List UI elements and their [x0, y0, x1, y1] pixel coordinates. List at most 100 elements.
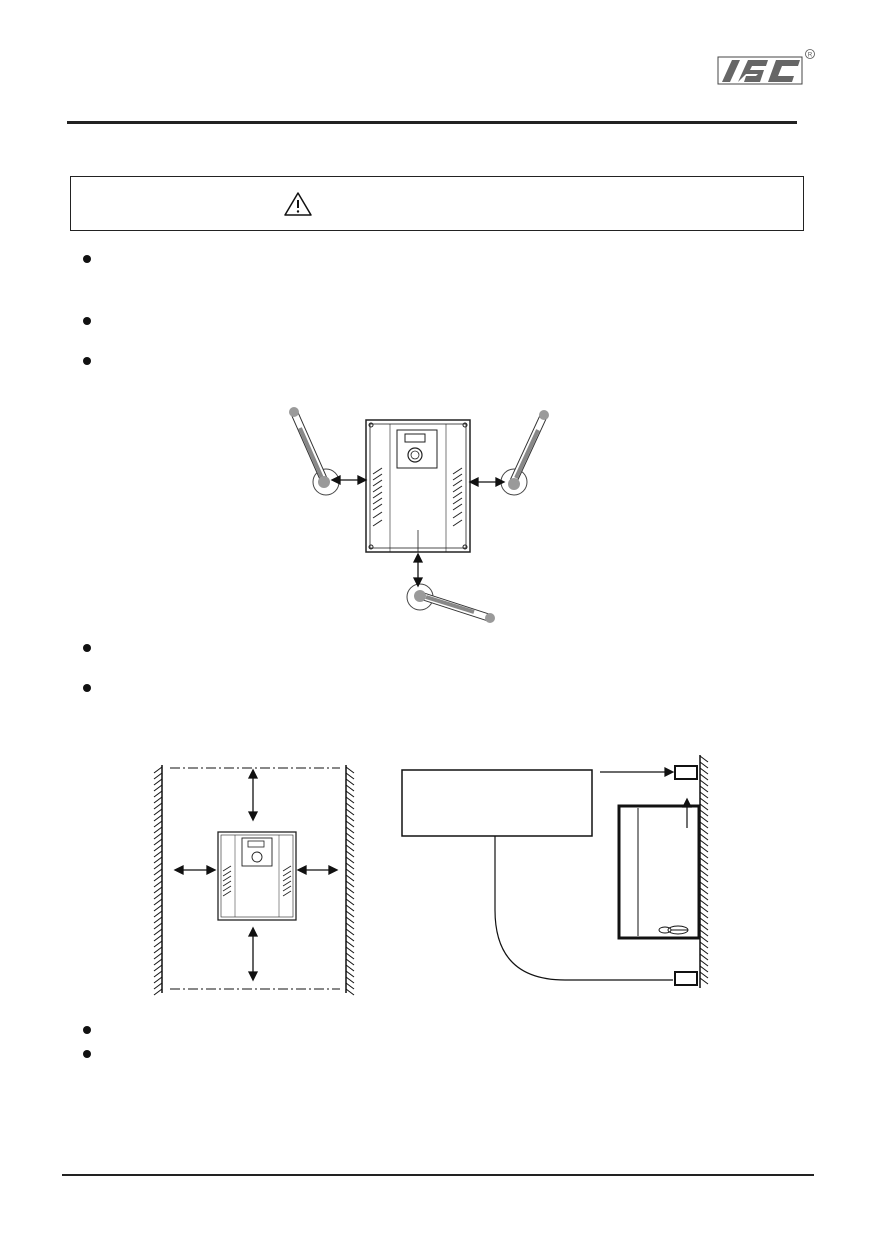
cabinet-airflow-diagram [401, 755, 709, 988]
wall-hatch-line [153, 988, 163, 996]
wall-hatch-line [153, 850, 163, 858]
wall-hatch-line [345, 850, 355, 858]
wall-hatch-line [153, 814, 163, 822]
wall-hatch-line [153, 958, 163, 966]
wall-hatch-line [699, 839, 709, 847]
wall-hatch-line [345, 928, 355, 936]
footer-rule [62, 1174, 814, 1176]
inverter-clearance-diagram [153, 765, 355, 996]
wall-hatch-line [345, 874, 355, 882]
wall-hatch-line [345, 964, 355, 972]
wall-hatch-line [345, 898, 355, 906]
wall-hatch-line [345, 784, 355, 792]
bullet-dot [83, 317, 91, 325]
wall-hatch-line [345, 838, 355, 846]
wall-hatch-line [699, 941, 709, 949]
nsc-logo-icon: R [717, 49, 815, 85]
wall-hatch-line [345, 916, 355, 924]
wall-hatch-line [153, 904, 163, 912]
wall-hatch-line [153, 790, 163, 798]
wall-hatch-line [345, 862, 355, 870]
wall-hatch-line [345, 832, 355, 840]
header-rule [67, 121, 797, 124]
wall-hatch-line [345, 982, 355, 990]
wall-hatch-line [345, 946, 355, 954]
wall-hatch-line [699, 827, 709, 835]
warning-box [70, 176, 804, 231]
wall-hatch-line [153, 772, 163, 780]
wall-hatch-line [699, 779, 709, 787]
wall-hatch-line [699, 863, 709, 871]
wall-hatch-line [153, 940, 163, 948]
wall-hatch-line [345, 778, 355, 786]
wall-hatch-line [345, 772, 355, 780]
wall-hatch-line [153, 844, 163, 852]
wall-hatch-line [699, 803, 709, 811]
wall-hatch-line [153, 922, 163, 930]
wall-hatch-line [153, 766, 163, 774]
wall-hatch-line [699, 773, 709, 781]
wall-hatch-line [699, 755, 709, 763]
wall-hatch-line [153, 916, 163, 924]
wall-hatch-line [345, 802, 355, 810]
wall-hatch-line [345, 910, 355, 918]
wall-hatch-line [699, 845, 709, 853]
wall-hatch-line [699, 959, 709, 967]
wall-hatch-line [345, 844, 355, 852]
wall-hatch-line [153, 838, 163, 846]
wall-hatch-line [345, 922, 355, 930]
wall-hatch-line [699, 797, 709, 805]
inverter-thermometer-diagram [289, 407, 549, 623]
wall-hatch-line [345, 940, 355, 948]
wall-hatch-line [345, 988, 355, 996]
wall-hatch-line [153, 976, 163, 984]
wall-hatch-line [153, 898, 163, 906]
wall-hatch-line [699, 965, 709, 973]
wall-hatch-line [699, 815, 709, 823]
wall-hatch-line [699, 935, 709, 943]
wall-hatch-line [345, 958, 355, 966]
wall-hatch-line [345, 826, 355, 834]
wall-hatch-line [699, 977, 709, 985]
wall-hatch-line [345, 796, 355, 804]
wall-hatch-line [699, 857, 709, 865]
thermometer-bottom [406, 583, 495, 623]
wall-hatch-line [153, 796, 163, 804]
wall-hatch-line [153, 874, 163, 882]
inverter-body [365, 419, 471, 553]
wall-hatch-line [345, 952, 355, 960]
wall-hatch-line [153, 892, 163, 900]
bullet-dot [83, 255, 91, 263]
wall-hatch-line [345, 892, 355, 900]
wall-hatch-line [345, 814, 355, 822]
bullet-dot [83, 1050, 91, 1058]
wall-hatch-line [153, 952, 163, 960]
wall-hatch-line [699, 821, 709, 829]
wall-hatch-line [345, 886, 355, 894]
wall-hatch-line [345, 970, 355, 978]
wall-hatch-line [699, 923, 709, 931]
bullet-dot [83, 357, 91, 365]
wall-hatch-line [699, 869, 709, 877]
wall-hatch-line [345, 766, 355, 774]
thermometer-right [500, 410, 549, 496]
wall-hatch-line [153, 820, 163, 828]
wall-hatch-line [699, 887, 709, 895]
wall-hatch-line [153, 910, 163, 918]
wall-hatch-line [345, 976, 355, 984]
wall-hatch-line [153, 862, 163, 870]
wall-hatch-line [699, 785, 709, 793]
wall-hatch-line [345, 790, 355, 798]
wall-hatch-line [699, 905, 709, 913]
wall-hatch-line [345, 808, 355, 816]
wall-hatch-line [153, 970, 163, 978]
bullet-dot [83, 1026, 91, 1034]
wall-hatch-line [153, 934, 163, 942]
wall-hatch-line [153, 868, 163, 876]
wall-hatch-line [699, 875, 709, 883]
bullet-dot [83, 644, 91, 652]
wall-hatch-line [153, 982, 163, 990]
wall-hatch-line [345, 904, 355, 912]
wall-hatch-line [153, 880, 163, 888]
wall-hatch-line [699, 917, 709, 925]
